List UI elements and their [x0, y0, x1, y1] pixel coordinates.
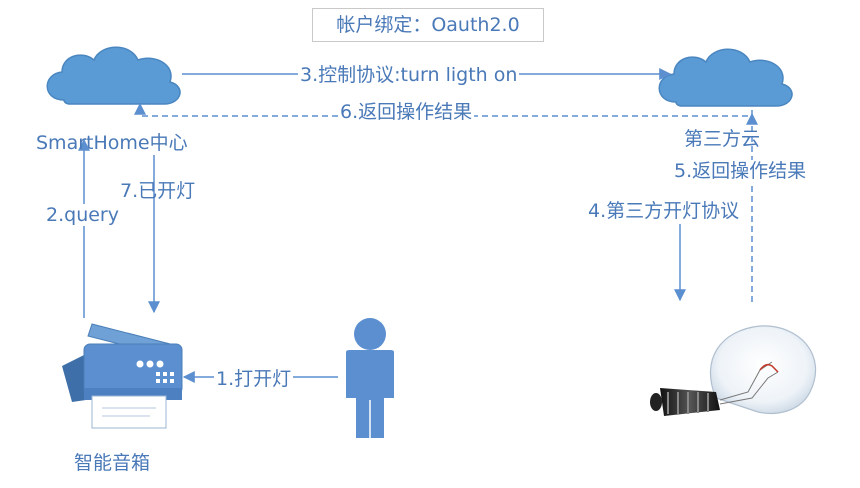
step-label-7: 7.已开灯 — [120, 180, 196, 202]
person-icon — [346, 318, 394, 438]
page-title: 帐户绑定：Oauth2.0 — [312, 8, 544, 42]
step-label-6: 6.返回操作结果 — [338, 101, 475, 123]
node-label-smarthome: SmartHome中心 — [36, 132, 188, 154]
step-label-4: 4.第三方开灯协议 — [586, 200, 742, 222]
cloud-icon-smarthome — [46, 46, 181, 105]
step-label-1: 1.打开灯 — [214, 368, 294, 390]
cloud-icon-third-party — [658, 48, 793, 107]
step-label-5: 5.返回操作结果 — [672, 160, 809, 182]
smart-speaker-icon — [62, 323, 183, 429]
node-label-smart-speaker: 智能音箱 — [74, 452, 151, 474]
light-bulb-icon — [650, 325, 817, 416]
step-label-2: 2.query — [44, 204, 121, 226]
node-label-third-party-cloud: 第三方云 — [684, 128, 761, 150]
step-label-3: 3.控制协议:turn ligth on — [298, 64, 520, 86]
